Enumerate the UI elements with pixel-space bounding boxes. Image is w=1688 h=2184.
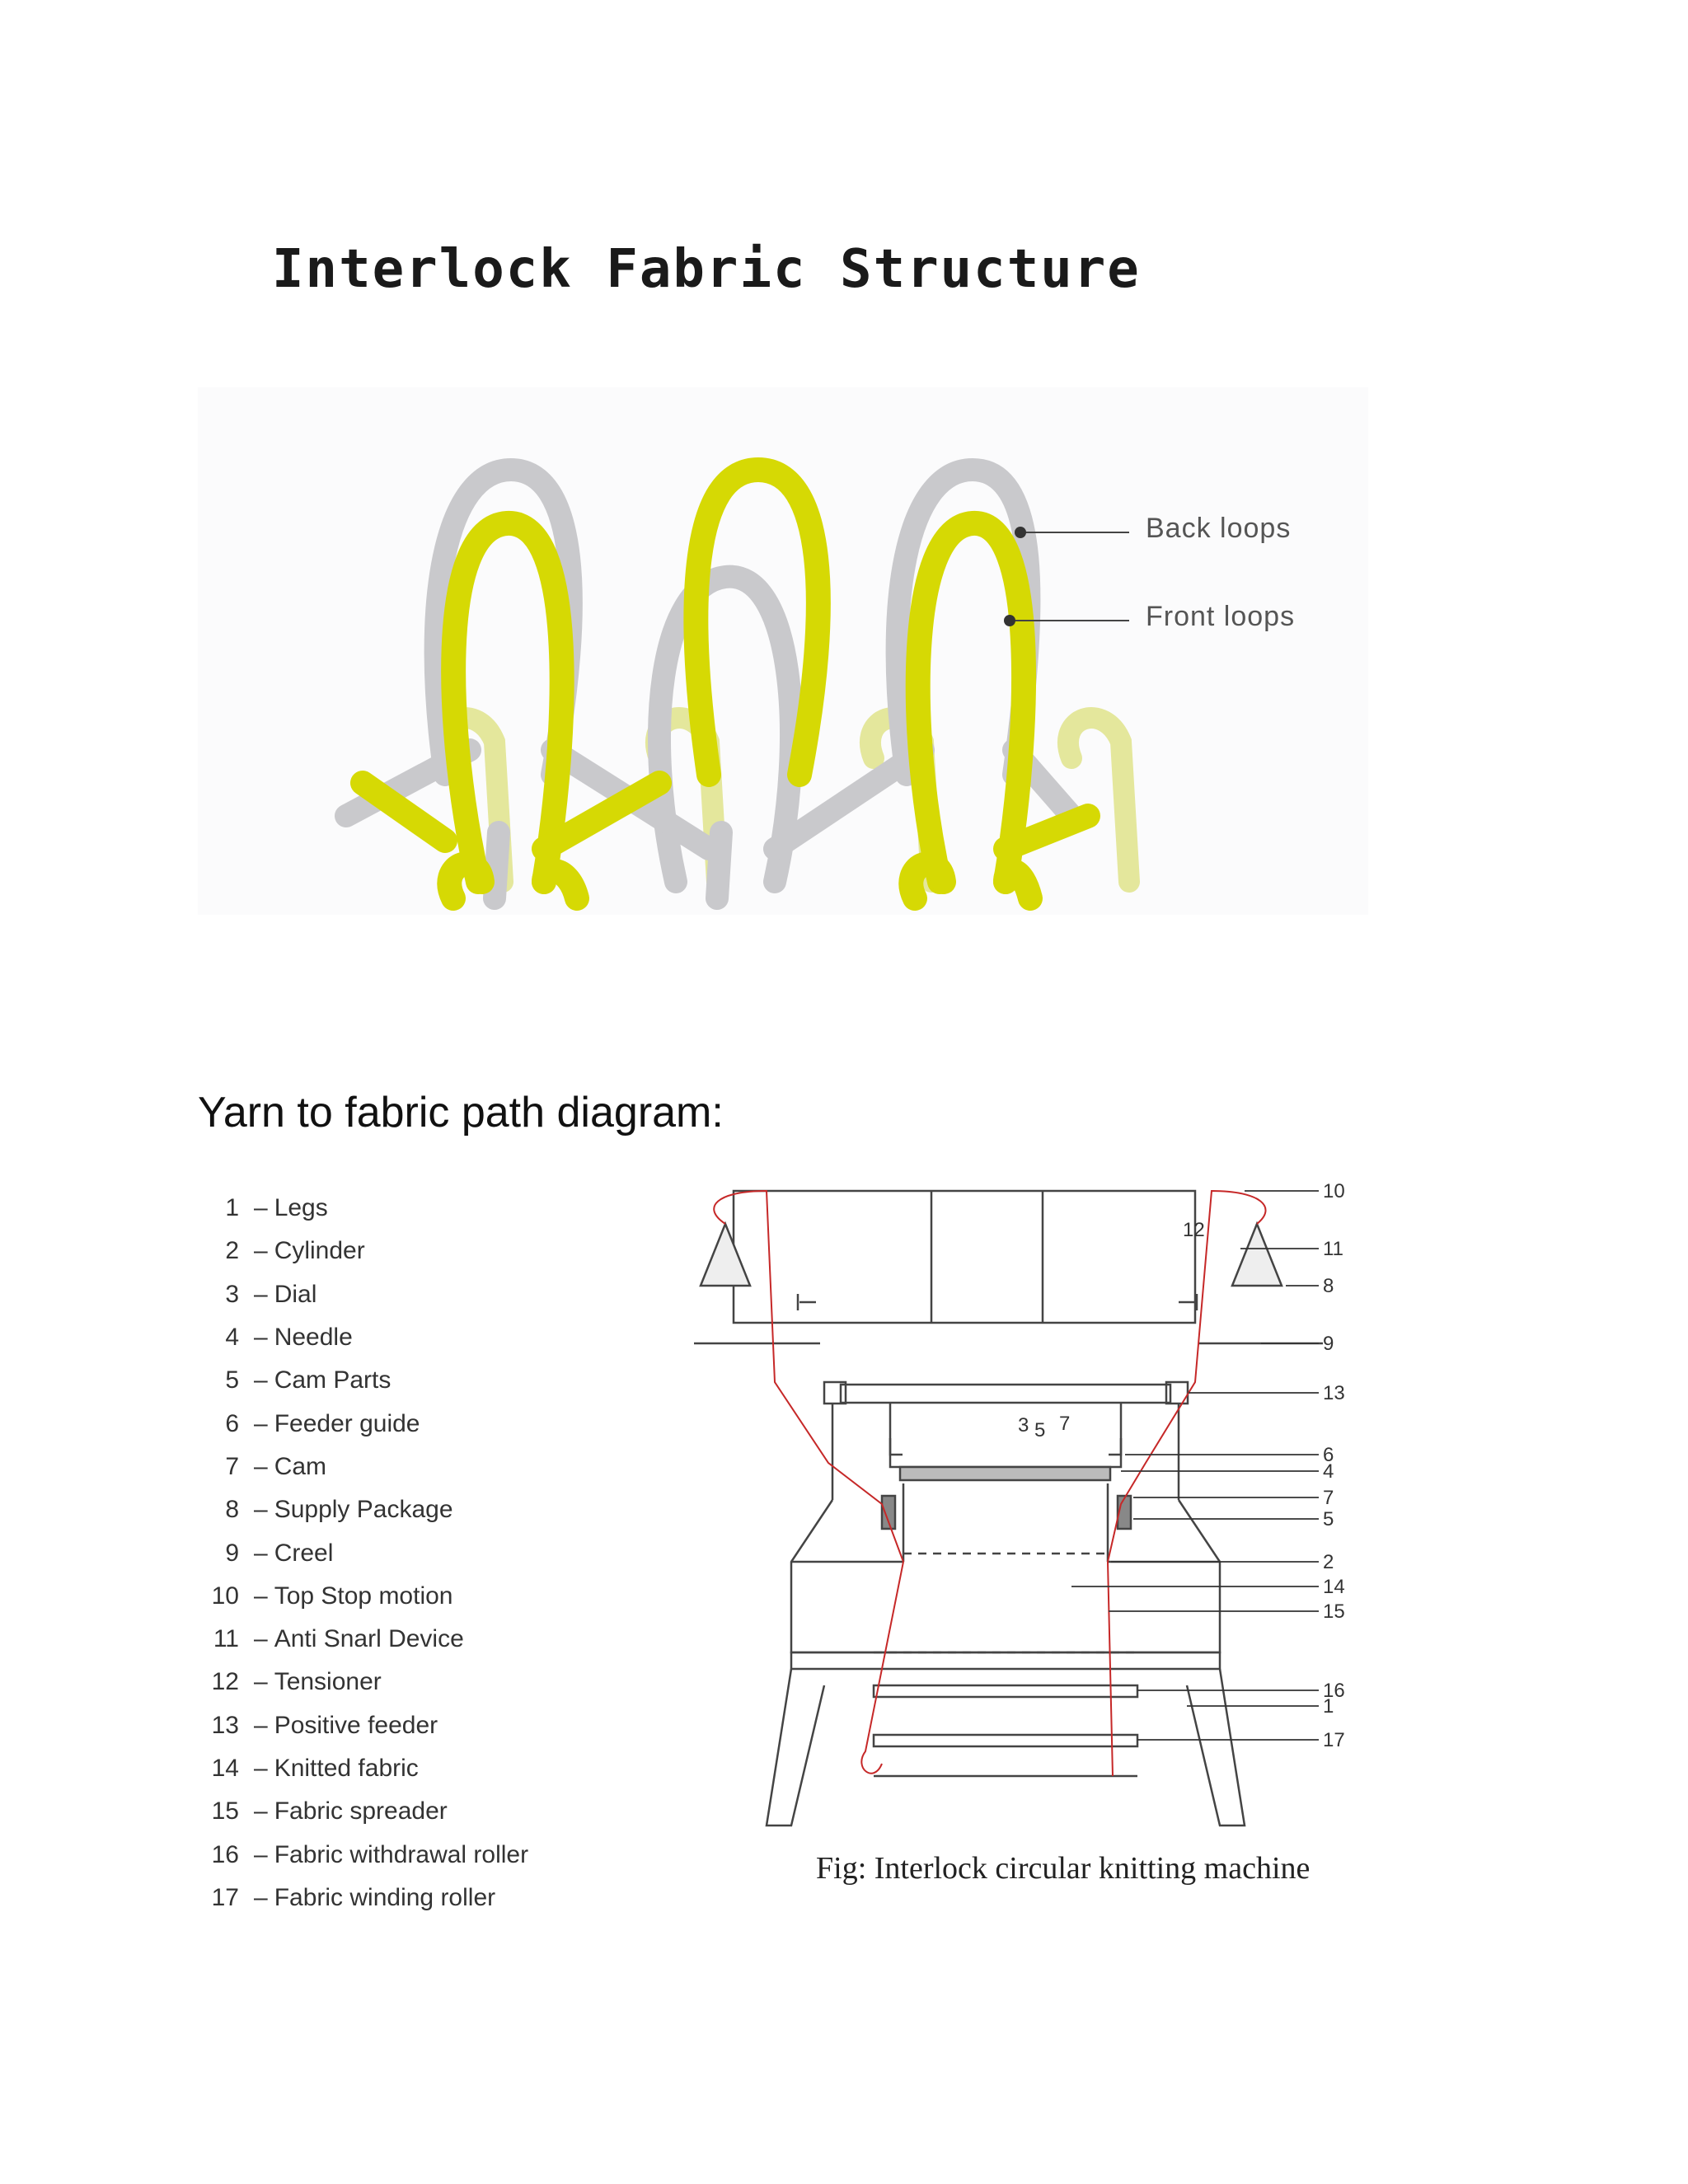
machine-figure-caption: Fig: Interlock circular knitting machine [816,1851,1311,1886]
front-loops [350,457,1100,911]
fabric-figure-title: Interlock Fabric Structure [272,239,1141,300]
callout-17: 17 [1323,1729,1345,1751]
callout-1: 1 [1323,1695,1334,1718]
interlock-loops-figure: Back loops Front loops [198,387,1368,915]
callout-2: 2 [1323,1551,1334,1573]
machine-frame [694,1189,1323,1827]
yarn-path [713,1189,1267,1777]
legend-item: 10–Top Stop motion [211,1582,453,1610]
callout-16: 16 [1323,1680,1345,1702]
callout-7: 7 [1323,1487,1334,1509]
legend-item: 15–Fabric spreader [211,1797,448,1825]
legend-item: 5–Cam Parts [225,1366,392,1394]
legend-item: 6–Feeder guide [225,1409,420,1437]
legend-item: 12–Tensioner [211,1668,382,1696]
callout-numbers: 10 11 8 9 13 6 4 7 5 2 14 15 16 1 17 12 … [1018,1180,1345,1751]
legend-item: 13–Positive feeder [211,1711,438,1739]
legend-item: 9–Creel [225,1539,334,1567]
legend-item: 8–Supply Package [225,1496,453,1524]
label-leaders [1010,532,1129,621]
callout-7-inner: 7 [1059,1413,1070,1435]
callout-14: 14 [1323,1576,1345,1598]
callout-6: 6 [1323,1444,1334,1466]
front-loop-marker [1004,615,1015,626]
callout-5: 5 [1323,1508,1334,1530]
callout-13: 13 [1323,1382,1345,1404]
callout-11: 11 [1323,1238,1343,1260]
legend-item: 7–Cam [225,1452,327,1480]
callout-5-inner: 5 [1034,1419,1045,1441]
callout-9: 9 [1323,1333,1334,1355]
legend-item: 16–Fabric withdrawal roller [211,1840,529,1868]
legend-item: 4–Needle [225,1324,353,1352]
back-loop-marker [1015,527,1026,538]
circular-knitting-machine-diagram: 10 11 8 9 13 6 4 7 5 2 14 15 16 1 17 12 … [694,1180,1345,1827]
callout-3-inner: 3 [1018,1414,1029,1436]
legend-item: 11–Anti Snarl Device [213,1625,464,1653]
callout-10: 10 [1323,1180,1345,1202]
legend-item: 1–Legs [225,1194,328,1222]
callout-leaders [1071,1190,1319,1741]
interlock-loops-illustration [335,457,1140,911]
path-diagram-heading: Yarn to fabric path diagram: [198,1089,724,1137]
back-loops-label: Back loops [1146,513,1292,544]
callout-12: 12 [1183,1219,1205,1241]
callout-8: 8 [1323,1275,1334,1297]
front-loops-label: Front loops [1146,601,1296,632]
callout-4: 4 [1323,1460,1334,1483]
machine-parts-legend: 1–Legs 2–Cylinder 3–Dial 4–Needle 5–Cam … [198,1187,659,1919]
legend-item: 14–Knitted fabric [211,1755,419,1782]
legend-item: 3–Dial [225,1280,317,1308]
callout-15: 15 [1323,1601,1345,1623]
legend-item: 2–Cylinder [225,1237,365,1265]
legend-item: 17–Fabric winding roller [211,1883,496,1911]
